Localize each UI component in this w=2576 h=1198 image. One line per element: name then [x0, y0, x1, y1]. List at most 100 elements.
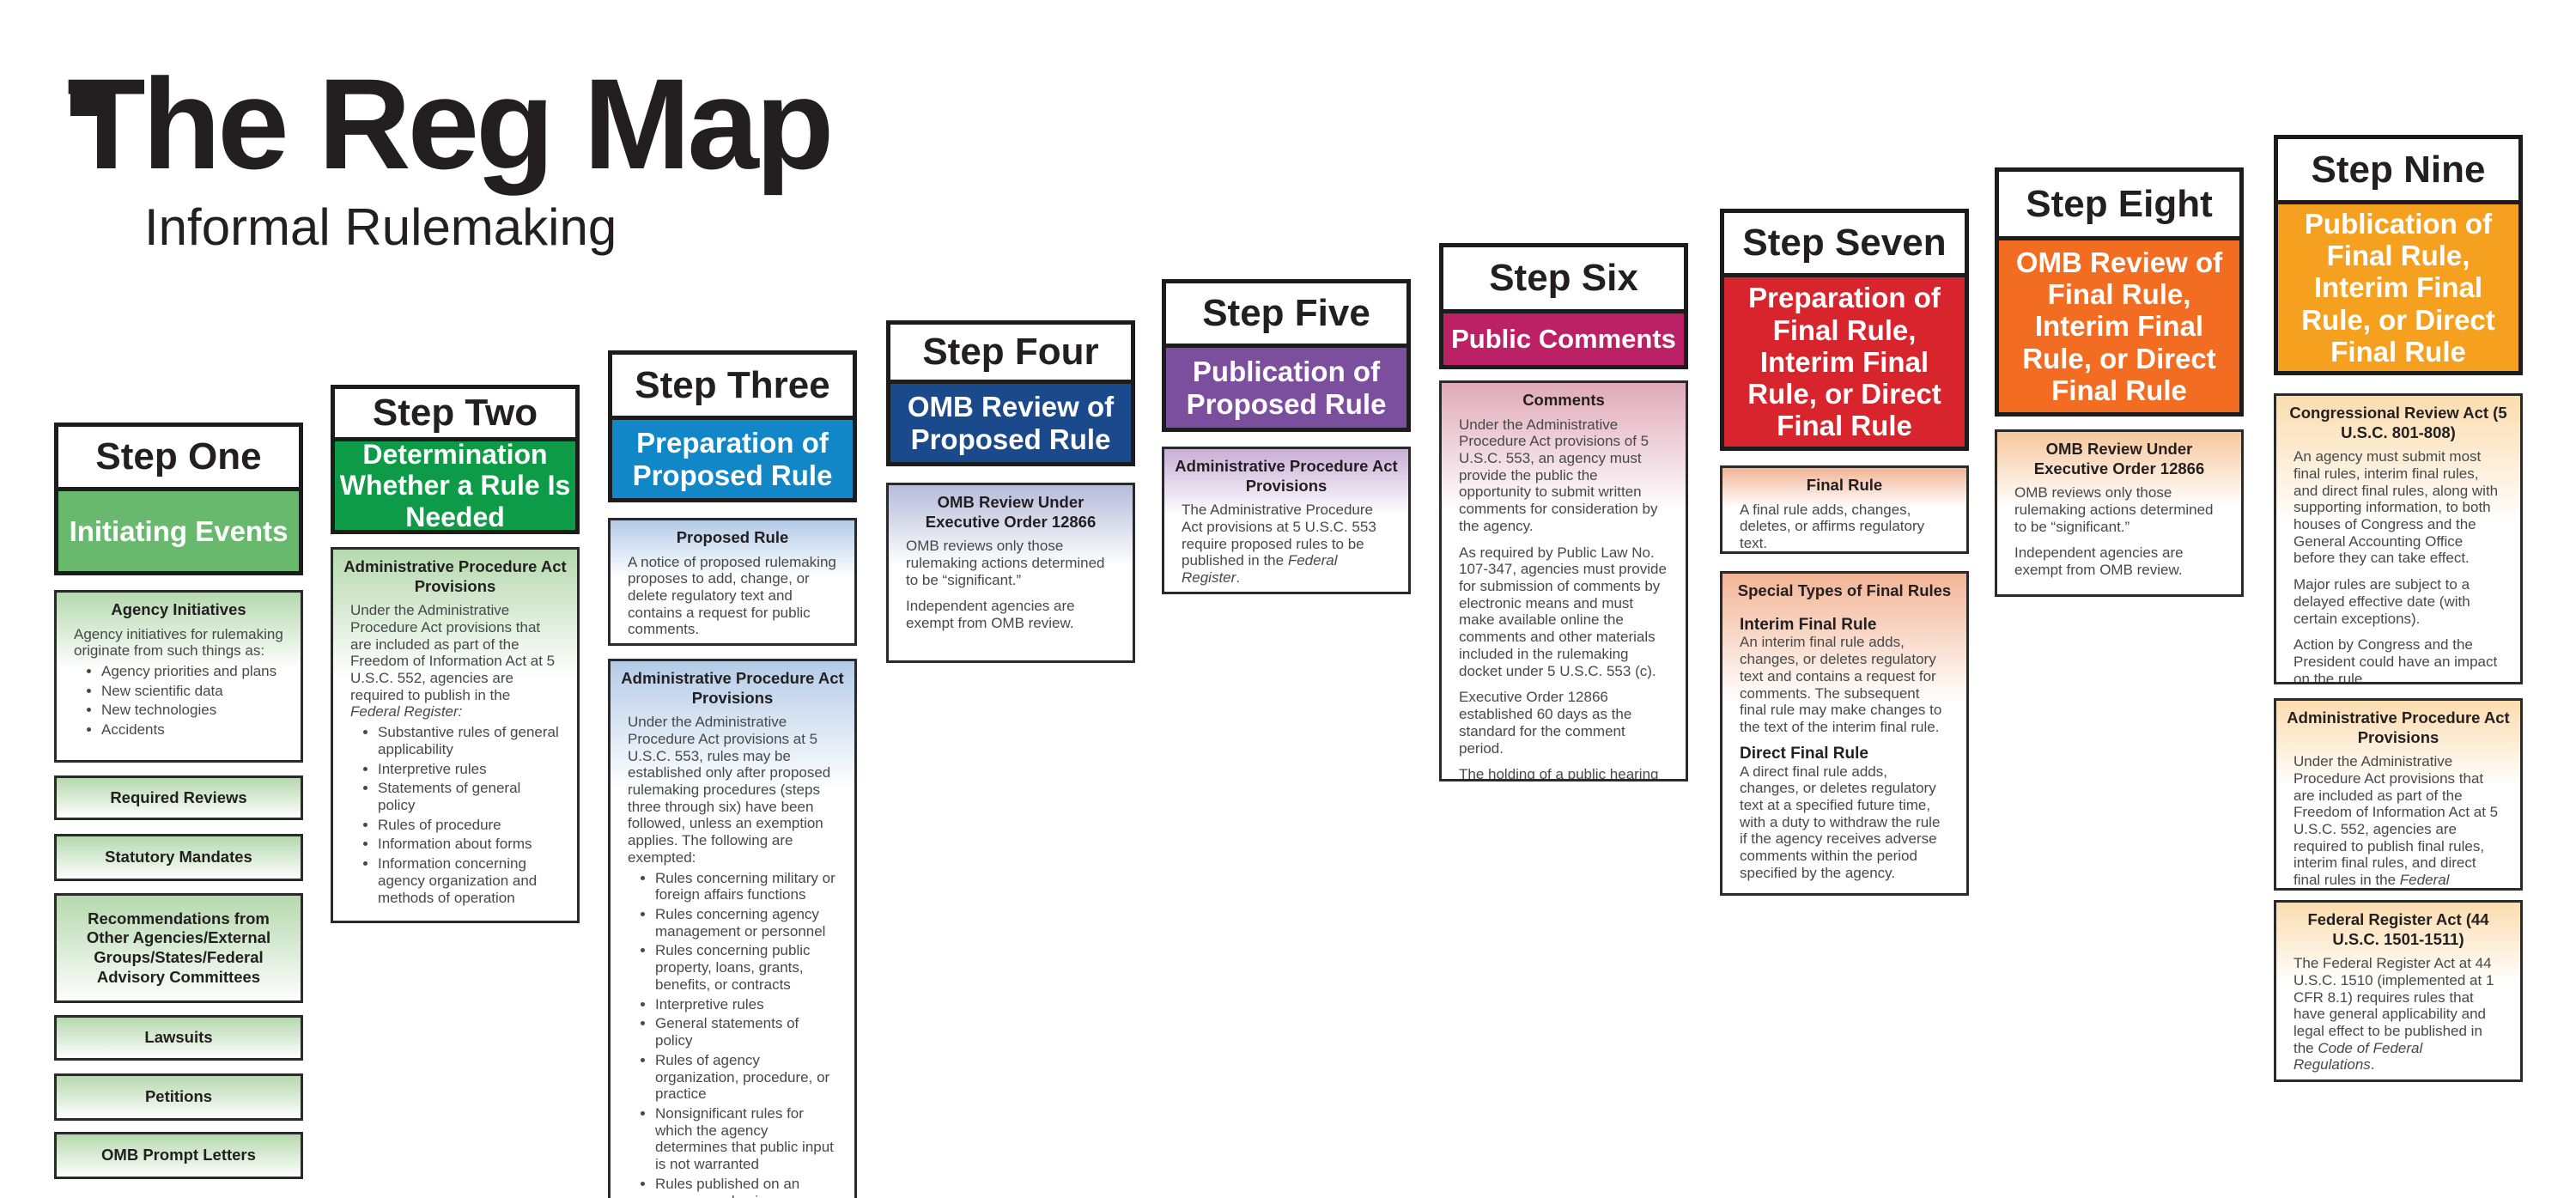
bullet-item: Nonsignificant rules for which the agenc…	[655, 1105, 837, 1173]
box-body: Under the Administrative Procedure Act p…	[333, 600, 577, 917]
box-required-reviews: Required Reviews	[54, 775, 303, 820]
step-nine-bar: Publication of Final Rule, Interim Final…	[2274, 200, 2523, 375]
text-segment: An interim final rule adds, changes, or …	[1740, 634, 1942, 735]
text-segment: OMB reviews only those rulemaking action…	[2014, 484, 2214, 535]
text-segment: Federal Register	[2399, 872, 2450, 889]
step-two-bar: Determination Whether a Rule Is Needed	[331, 437, 580, 534]
step-four-bar: OMB Review of Proposed Rule	[886, 380, 1135, 466]
step-nine-header: Step Nine	[2274, 135, 2523, 204]
paragraph: The Federal Register Act at 44 U.S.C. 15…	[2293, 955, 2503, 1073]
step-five-bar: Publication of Proposed Rule	[1162, 344, 1411, 432]
box-title: Final Rule	[1806, 476, 1883, 494]
step-three-header: Step Three	[608, 350, 857, 420]
paragraph: Independent agencies are exempt from OMB…	[906, 598, 1115, 631]
box-body: Under the Administrative Procedure Act p…	[611, 712, 854, 1198]
box-body: OMB reviews only those rulemaking action…	[889, 536, 1133, 641]
bullet-item: Information about forms	[378, 836, 560, 853]
bullet-item: New scientific data	[101, 683, 283, 700]
box-body: A final rule adds, changes, deletes, or …	[1722, 500, 1966, 551]
text-segment: .	[2348, 889, 2352, 891]
box-title: Special Types of Final Rules	[1737, 581, 1952, 599]
paragraph: An agency must submit most final rules, …	[2293, 448, 2503, 567]
box-petitions: Petitions	[54, 1073, 303, 1121]
bullet-item: Rules concerning agency management or pe…	[655, 906, 837, 940]
bullet-item: Agency priorities and plans	[101, 663, 283, 680]
paragraph: Executive Order 12866 established 60 day…	[1459, 689, 1668, 757]
box-title: Administrative Procedure Act Provisions	[621, 669, 844, 707]
text-segment: Federal Register:	[350, 703, 463, 721]
text-segment: Under the Administrative Procedure Act p…	[350, 602, 556, 703]
bullet-item: Rules of procedure	[378, 817, 560, 834]
box-title: Federal Register Act (44 U.S.C. 1501-151…	[2307, 910, 2489, 948]
text-segment: OMB reviews only those rulemaking action…	[906, 538, 1105, 588]
text-segment: Under the Administrative Procedure Act p…	[1459, 416, 1658, 534]
box-body: An agency must submit most final rules, …	[2276, 447, 2520, 682]
text-segment: Independent agencies are exempt from OMB…	[906, 598, 1075, 631]
text-segment: Federal Register	[1182, 552, 1338, 586]
text-segment: As required by Public Law No. 107-347, a…	[1459, 544, 1667, 679]
page-title: The Reg Map	[67, 52, 834, 196]
text-segment: The Administrative Procedure Act provisi…	[1182, 502, 1376, 569]
paragraph: Action by Congress and the President cou…	[2293, 636, 2503, 682]
paragraph: Major rules are subject to a delayed eff…	[2293, 576, 2503, 627]
step-seven-header: Step Seven	[1720, 209, 1969, 277]
crop-mark	[70, 87, 100, 116]
text-segment: The Federal Register Act at 44 U.S.C. 15…	[2293, 955, 2494, 1056]
box-title: Agency Initiatives	[111, 600, 246, 618]
bullet-item: New technologies	[101, 702, 283, 719]
box-title: Statutory Mandates	[105, 848, 252, 867]
box-title: Congressional Review Act (5 U.S.C. 801-8…	[2289, 404, 2507, 441]
box-body: The Federal Register Act at 44 U.S.C. 15…	[2276, 953, 2520, 1079]
text-segment: An agency must submit most final rules, …	[2293, 448, 2499, 567]
paragraph: Independent agencies are exempt from OMB…	[2014, 544, 2224, 578]
bullet-list: Substantive rules of general applicabili…	[350, 724, 560, 906]
bullet-item: Substantive rules of general applicabili…	[378, 724, 560, 757]
box-federal-register-act-44-u-s-c-1501-1511: Federal Register Act (44 U.S.C. 1501-151…	[2274, 900, 2523, 1082]
box-title: Proposed Rule	[676, 528, 789, 546]
step-seven-bar: Preparation of Final Rule, Interim Final…	[1720, 273, 1969, 451]
step-eight-bar: OMB Review of Final Rule, Interim Final …	[1995, 236, 2244, 417]
bullet-item: General statements of policy	[655, 1015, 837, 1049]
bullet-item: Rules concerning public property, loans,…	[655, 942, 837, 993]
step-eight-header: Step Eight	[1995, 167, 2244, 240]
step-four-header: Step Four	[886, 320, 1135, 384]
text-segment: The holding of a public hearing is discr…	[1459, 766, 1659, 781]
bullet-item: Interpretive rules	[378, 761, 560, 778]
text-segment: A direct final rule adds, changes, or de…	[1740, 763, 1941, 881]
box-body: OMB reviews only those rulemaking action…	[1997, 483, 2241, 587]
box-title: OMB Review Under Executive Order 12866	[2033, 440, 2205, 477]
paragraph: OMB reviews only those rulemaking action…	[906, 538, 1115, 588]
step-one-bar: Initiating Events	[54, 487, 303, 575]
paragraph: Under the Administrative Procedure Act p…	[2293, 753, 2503, 891]
paragraph: OMB reviews only those rulemaking action…	[2014, 484, 2224, 535]
page-subtitle: Informal Rulemaking	[144, 198, 617, 256]
bullet-item: Rules concerning military or foreign aff…	[655, 870, 837, 903]
bullet-item: Statements of general policy	[378, 780, 560, 813]
box-omb-prompt-letters: OMB Prompt Letters	[54, 1132, 303, 1179]
box-title: OMB Review Under Executive Order 12866	[925, 493, 1097, 531]
bullet-list: Agency priorities and plansNew scientifi…	[74, 663, 283, 739]
text-segment: Major rules are subject to a delayed eff…	[2293, 576, 2470, 627]
box-title: OMB Prompt Letters	[101, 1146, 256, 1165]
text-segment: Agency initiatives for rulemaking origin…	[74, 625, 283, 660]
bullet-item: Rules of agency organization, procedure,…	[655, 1052, 837, 1103]
bullet-item: Information concerning agency organizati…	[378, 855, 560, 906]
text-segment: Independent agencies are exempt from OMB…	[2014, 544, 2184, 578]
paragraph: A final rule adds, changes, deletes, or …	[1740, 502, 1949, 551]
box-title: Required Reviews	[110, 788, 247, 806]
